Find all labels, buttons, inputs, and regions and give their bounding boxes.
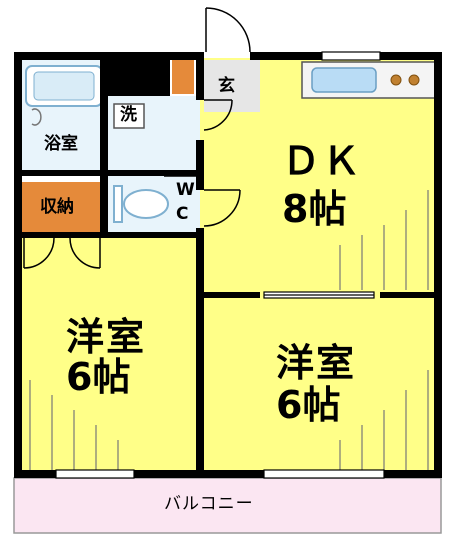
entrance-label: 玄 bbox=[218, 76, 235, 96]
interior-sliding-doors bbox=[263, 291, 375, 299]
pipe-shaft bbox=[108, 60, 168, 96]
bath-drain-icon bbox=[31, 108, 42, 126]
storage-label: 収納 bbox=[40, 197, 74, 217]
western-room-right-size: 6帖 bbox=[276, 383, 341, 427]
washroom-label: 洗 bbox=[120, 105, 137, 125]
balcony-label: バルコニー bbox=[164, 494, 254, 514]
stove-burner-right bbox=[408, 74, 420, 86]
stove-burner-left bbox=[390, 74, 402, 86]
window-light-lines bbox=[29, 190, 429, 470]
dk-room-name: ＤＫ bbox=[282, 139, 363, 183]
storage-doors bbox=[23, 237, 101, 269]
toilet-tank bbox=[113, 185, 123, 223]
kitchen-sink bbox=[311, 67, 377, 93]
toilet-label-c: C bbox=[176, 204, 189, 224]
western-room-left-name: 洋室 bbox=[66, 315, 147, 359]
windows bbox=[55, 51, 385, 479]
western-room-right-name: 洋室 bbox=[276, 341, 357, 385]
dk-room-size: 8帖 bbox=[282, 187, 347, 231]
washroom-door bbox=[203, 99, 233, 131]
western-room-left bbox=[20, 236, 196, 474]
washer-space bbox=[113, 103, 145, 129]
balcony-area bbox=[13, 477, 442, 534]
toilet-door bbox=[203, 189, 241, 227]
shoe-box bbox=[172, 60, 194, 94]
toilet-bowl bbox=[123, 189, 169, 219]
bathtub-inner bbox=[33, 71, 95, 101]
western-room-left-size: 6帖 bbox=[66, 355, 131, 399]
storage-room bbox=[22, 182, 100, 232]
western-room-right bbox=[200, 298, 436, 474]
toilet-label-w: W bbox=[176, 180, 195, 200]
entrance-door bbox=[205, 7, 251, 53]
bath-label: 浴室 bbox=[44, 134, 78, 154]
